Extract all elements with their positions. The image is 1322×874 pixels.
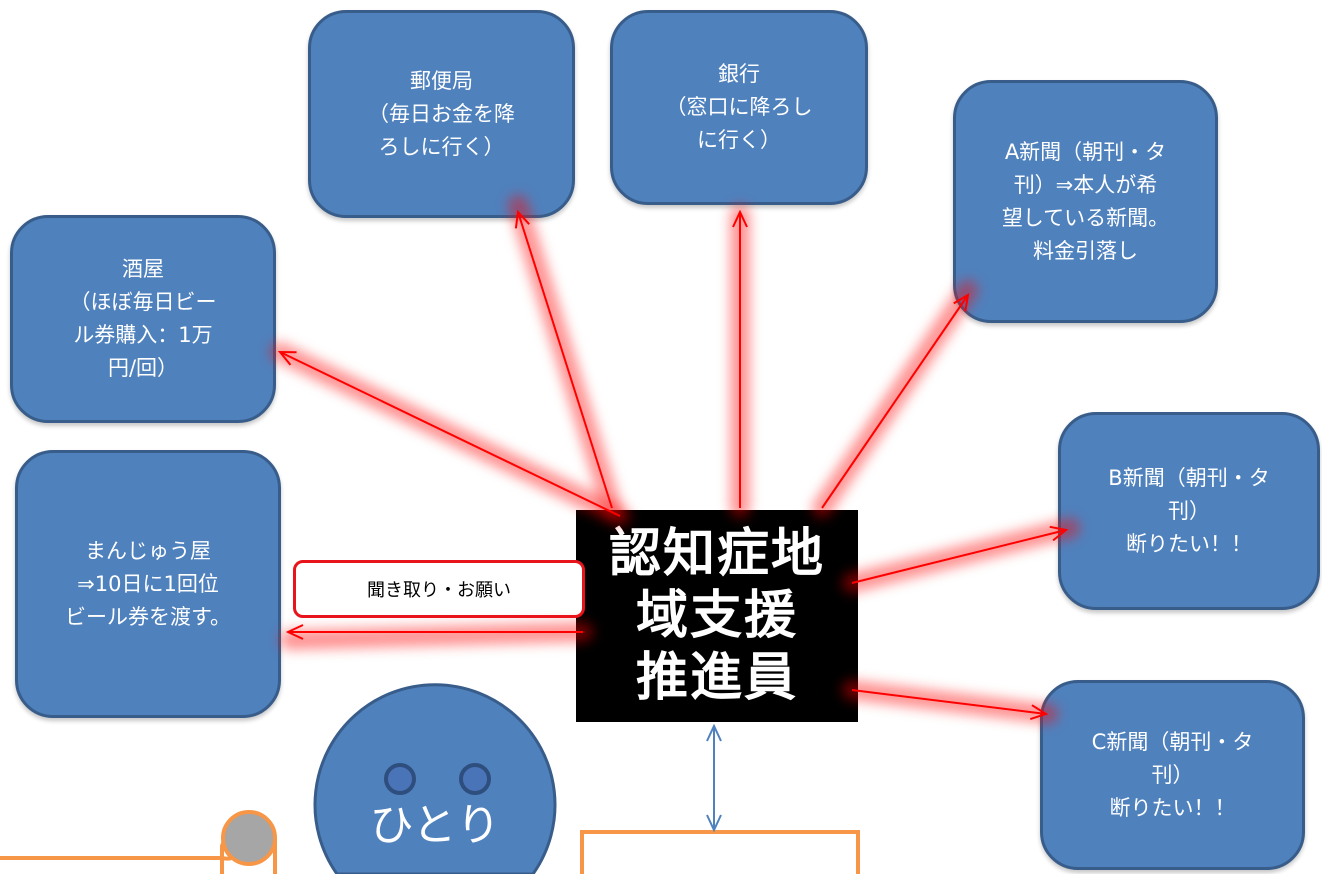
post-office-line: 郵便局	[410, 68, 473, 93]
person-right-eye	[459, 763, 491, 795]
orange-frame	[580, 830, 860, 874]
newspaper-c-box: C新聞（朝刊・タ 刊） 断りたい！！	[1040, 680, 1305, 870]
manju-shop-line: まんじゅう屋	[85, 538, 211, 563]
liquor-store-line: 酒屋	[122, 257, 164, 281]
liquor-store-line: （ほぼ毎日ビー	[69, 290, 217, 314]
scroll-shape	[0, 810, 277, 874]
newspaper-a-line: A新聞（朝刊・タ	[1004, 139, 1167, 164]
newspaper-c-line: 刊）	[1151, 762, 1194, 787]
support-promoter-box: 認知症地 域支援 推進員	[576, 510, 858, 722]
newspaper-c-line: C新聞（朝刊・タ	[1091, 729, 1254, 754]
newspaper-a-line: 望している新聞。	[1001, 205, 1170, 230]
bank-line: に行く）	[697, 128, 781, 152]
person-left-eye	[384, 763, 416, 795]
hearing-request-label: 聞き取り・お願い	[293, 560, 585, 618]
post-office-box: 郵便局 （毎日お金を降 ろしに行く）	[308, 10, 575, 218]
newspaper-a-line: 料金引落し	[1033, 238, 1138, 263]
liquor-store-line: ル券購入：1万	[73, 323, 213, 347]
newspaper-b-line: 刊）	[1168, 498, 1210, 523]
support-promoter-line: 認知症地	[608, 524, 825, 584]
support-promoter-line: 域支援	[635, 586, 798, 646]
bank-line: （窓口に降ろし	[665, 95, 813, 119]
manju-shop-line: ビール券を渡す。	[65, 604, 231, 629]
scroll-roll	[221, 810, 277, 866]
person-circle	[313, 683, 557, 874]
bank-line: 銀行	[718, 62, 760, 86]
liquor-store-box: 酒屋 （ほぼ毎日ビー ル券購入：1万 円/回）	[10, 215, 276, 423]
newspaper-a-line: 刊）⇒本人が希	[1013, 172, 1158, 197]
newspaper-b-line: B新聞（朝刊・タ	[1108, 465, 1270, 490]
post-office-line: ろしに行く）	[378, 134, 505, 159]
newspaper-c-line: 断りたい！！	[1109, 795, 1236, 820]
post-office-line: （毎日お金を降	[368, 101, 515, 126]
manju-shop-line: ⇒10日に1回位	[77, 571, 219, 596]
manju-shop-box: まんじゅう屋 ⇒10日に1回位 ビール券を渡す。	[15, 450, 281, 718]
support-promoter-line: 推進員	[635, 648, 798, 708]
newspaper-a-box: A新聞（朝刊・タ 刊）⇒本人が希 望している新聞。 料金引落し	[953, 80, 1218, 323]
newspaper-b-box: B新聞（朝刊・タ 刊） 断りたい！！	[1058, 412, 1320, 610]
newspaper-b-line: 断りたい！！	[1126, 531, 1252, 556]
liquor-store-line: 円/回）	[107, 356, 179, 380]
bank-box: 銀行 （窓口に降ろし に行く）	[610, 10, 868, 205]
person-label: ひとり	[370, 800, 501, 851]
